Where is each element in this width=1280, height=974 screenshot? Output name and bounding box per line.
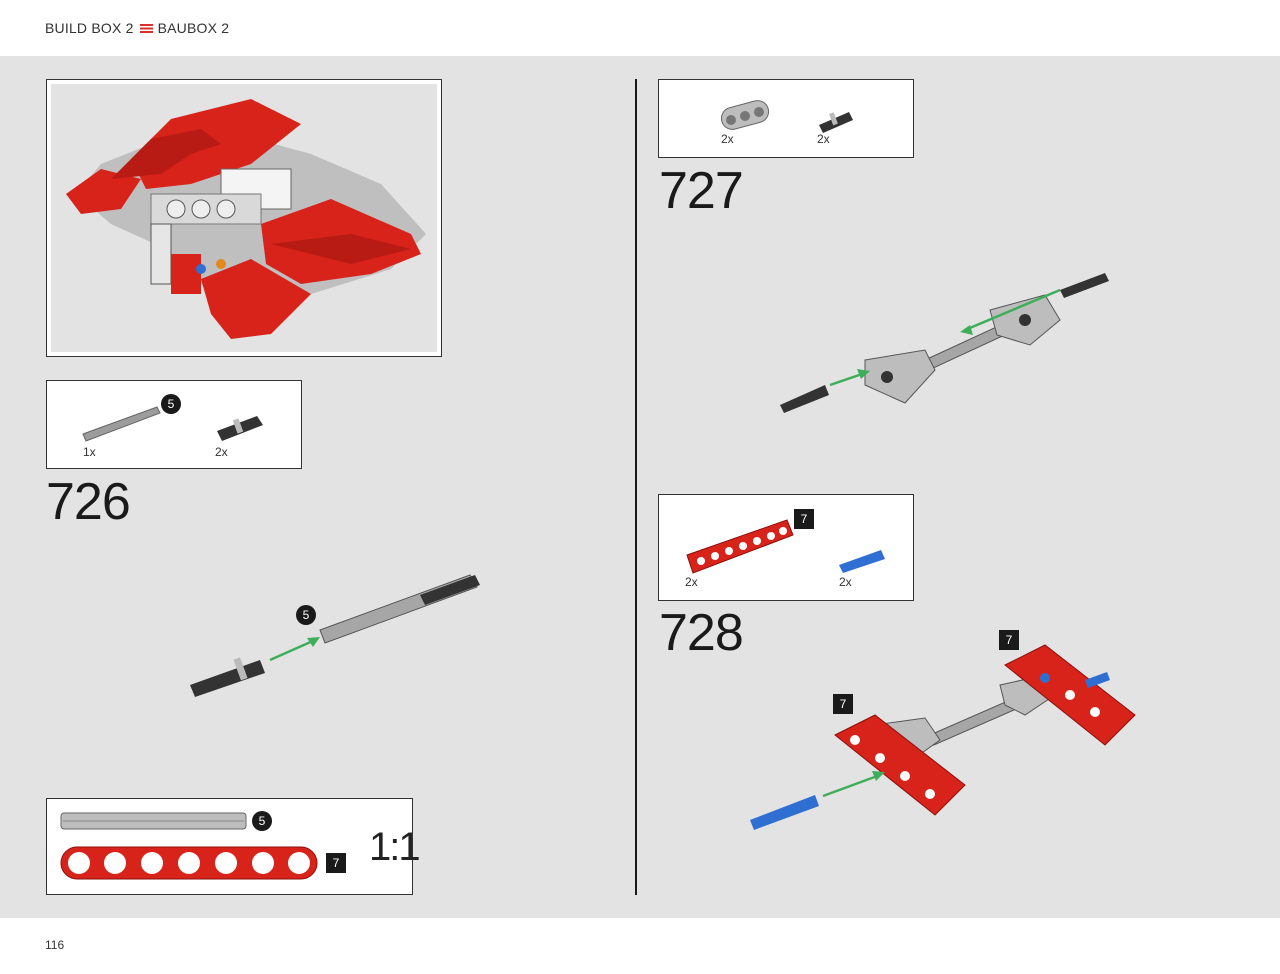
header-right-label: BAUBOX 2 bbox=[158, 20, 230, 36]
separator-bars-icon bbox=[140, 24, 153, 33]
red-car-model-icon bbox=[51, 84, 439, 354]
red-beam-7-scale-icon bbox=[59, 845, 321, 881]
page-number: 116 bbox=[45, 938, 64, 952]
callout-beam-badge: 7 bbox=[833, 694, 853, 714]
step-728-assembly-illustration bbox=[745, 640, 1145, 840]
step-728-parts-box: 7 2x 2x bbox=[658, 494, 914, 601]
step-727-assembly-illustration bbox=[775, 265, 1115, 415]
callout-beam-badge: 7 bbox=[999, 630, 1019, 650]
step-number: 727 bbox=[659, 165, 743, 217]
part-qty: 2x bbox=[685, 575, 698, 589]
step-726-parts-box: 5 1x 2x bbox=[46, 380, 302, 469]
part-qty: 2x bbox=[721, 132, 734, 146]
scale-axle-badge: 5 bbox=[252, 811, 272, 831]
part-qty: 1x bbox=[83, 445, 96, 459]
step-number: 726 bbox=[46, 476, 130, 528]
part-qty: 2x bbox=[817, 132, 830, 146]
column-divider bbox=[635, 79, 637, 895]
friction-pin-icon bbox=[659, 80, 915, 159]
header-title: BUILD BOX 2 BAUBOX 2 bbox=[45, 20, 229, 36]
scale-label: 1:1 bbox=[369, 825, 419, 870]
header-left-label: BUILD BOX 2 bbox=[45, 20, 134, 36]
part-qty: 2x bbox=[215, 445, 228, 459]
page-header: BUILD BOX 2 BAUBOX 2 bbox=[0, 0, 1280, 56]
scale-reference-box: 5 7 1:1 bbox=[46, 798, 413, 895]
scale-beam-badge: 7 bbox=[326, 853, 346, 873]
step-727-parts-box: 2x 2x bbox=[658, 79, 914, 158]
model-preview-box bbox=[46, 79, 442, 357]
part-qty: 2x bbox=[839, 575, 852, 589]
step-726-assembly-illustration bbox=[185, 565, 485, 705]
page-footer: 116 bbox=[0, 918, 1280, 974]
callout-axle-length-badge: 5 bbox=[296, 605, 316, 625]
model-preview-image bbox=[51, 84, 437, 352]
step-number: 728 bbox=[659, 607, 743, 659]
axle-5-scale-icon bbox=[59, 811, 259, 831]
